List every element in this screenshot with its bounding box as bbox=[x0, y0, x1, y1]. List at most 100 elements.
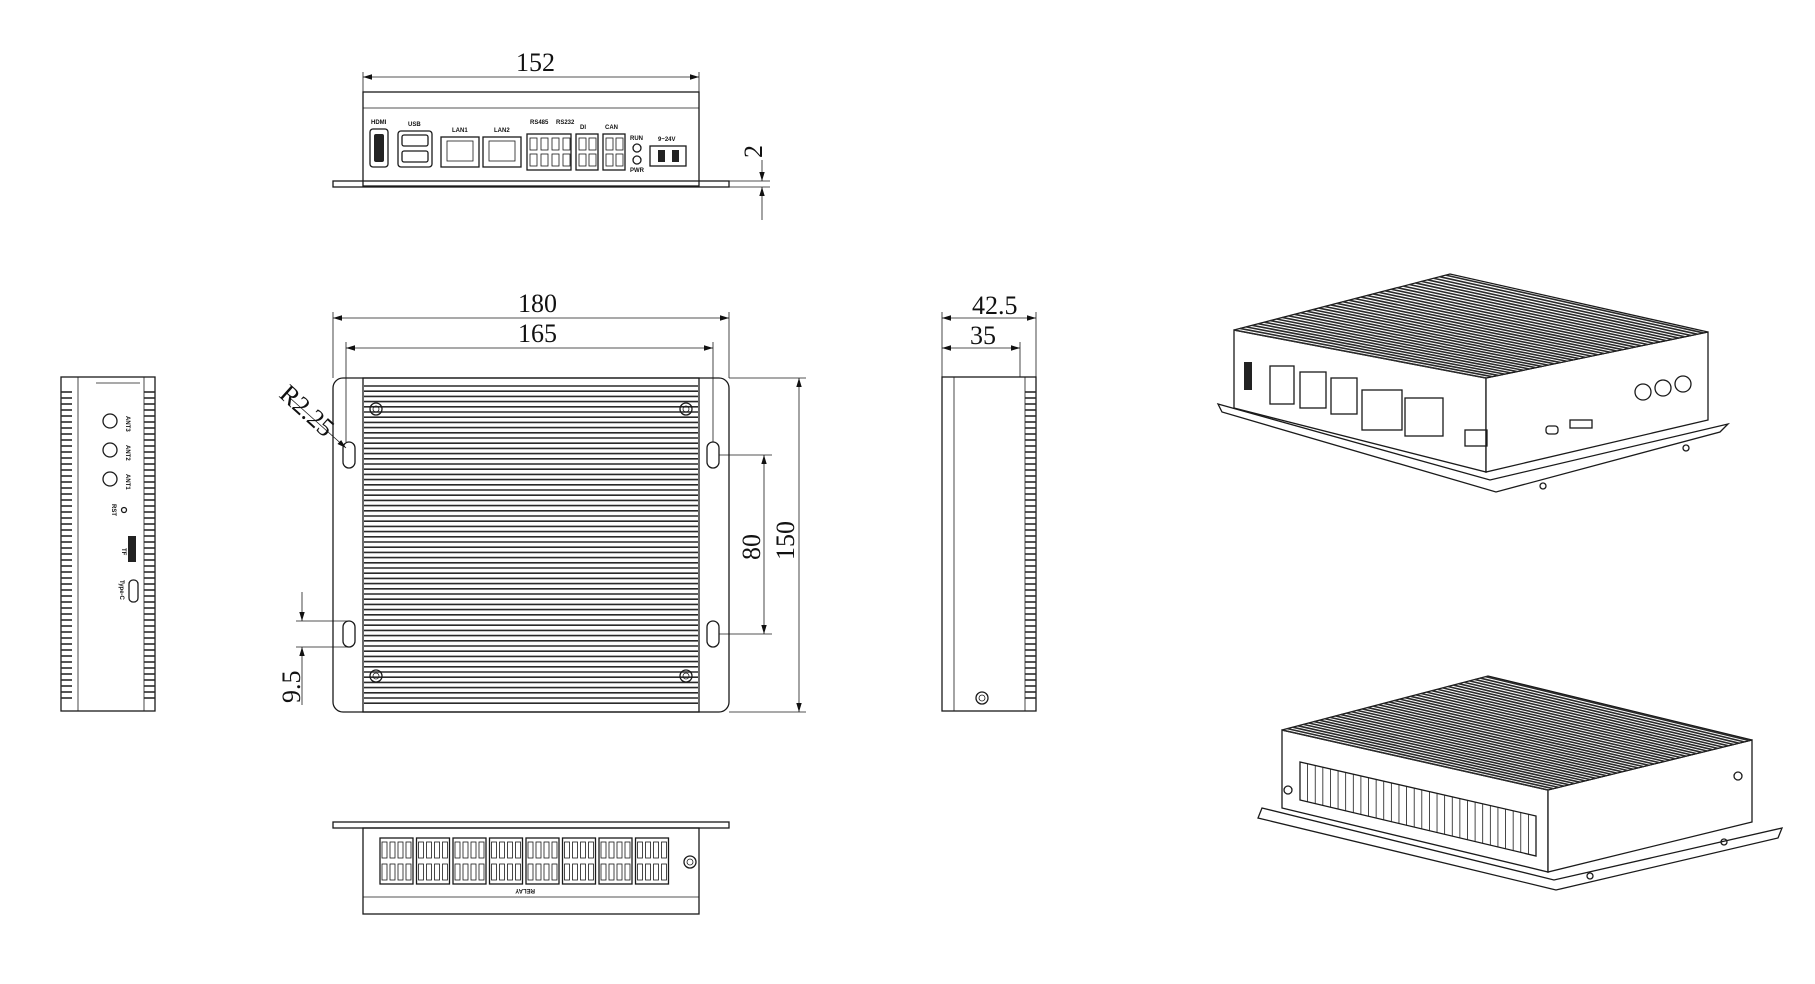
side-fins bbox=[1025, 391, 1036, 699]
usb-label: USB bbox=[408, 122, 421, 128]
dim-slot-offset-text: 9.5 bbox=[277, 671, 306, 704]
iso-fin bbox=[1362, 708, 1628, 772]
relay-pin bbox=[491, 841, 497, 859]
iso-fin bbox=[1415, 694, 1681, 759]
relay-pin bbox=[389, 841, 396, 859]
hdmi-port: HDMI bbox=[369, 120, 389, 168]
iso-relay-mount-hole-2 bbox=[1720, 838, 1728, 846]
relay-pin bbox=[580, 863, 586, 881]
dim-hole-spacing: 80 bbox=[719, 454, 772, 635]
iso-fin bbox=[1270, 319, 1524, 372]
dim-top-width: 152 bbox=[362, 48, 700, 92]
iso-fin bbox=[1388, 701, 1655, 765]
iso-fin bbox=[1458, 682, 1724, 748]
relay-screw bbox=[683, 855, 697, 869]
iso-fin bbox=[1397, 286, 1655, 345]
iso-fin bbox=[1251, 324, 1505, 375]
hdmi-label: HDMI bbox=[371, 120, 387, 126]
relay-pin bbox=[462, 863, 469, 881]
relay-pin bbox=[551, 863, 558, 881]
relay-pin bbox=[661, 863, 667, 881]
ant3-connector bbox=[102, 413, 118, 429]
lan1-port: LAN1 bbox=[440, 128, 480, 168]
iso-view-front bbox=[1216, 273, 1731, 493]
relay-pin bbox=[645, 841, 651, 859]
relay-pin bbox=[507, 863, 513, 881]
relay-pin bbox=[661, 841, 667, 859]
iso-fin bbox=[1431, 689, 1697, 755]
iso-fin bbox=[1367, 706, 1634, 770]
iso-fin bbox=[1239, 327, 1493, 378]
relay-pin bbox=[389, 863, 396, 881]
iso-fin bbox=[1366, 294, 1623, 351]
iso-fin bbox=[1288, 315, 1543, 368]
right-fins bbox=[144, 391, 155, 699]
iso-fin bbox=[1391, 288, 1648, 346]
iso-fin bbox=[1354, 297, 1611, 354]
iso-fin bbox=[1313, 720, 1581, 783]
iso-fin bbox=[1245, 326, 1499, 377]
iso-fin bbox=[1318, 307, 1574, 361]
relay-pin bbox=[564, 841, 570, 859]
relay-block bbox=[415, 837, 451, 885]
iso-fin bbox=[1282, 316, 1536, 369]
dim-top-width-text: 152 bbox=[516, 48, 555, 77]
relay-pin bbox=[434, 841, 440, 859]
dim-depth-total-text: 42.5 bbox=[972, 291, 1018, 320]
lan2-label: LAN2 bbox=[494, 128, 510, 134]
relay-pin bbox=[454, 841, 461, 859]
dim-depth-body-text: 35 bbox=[970, 321, 996, 350]
relay-pin bbox=[405, 841, 412, 859]
relay-pin bbox=[442, 863, 448, 881]
relay-pin bbox=[637, 841, 643, 859]
dim-corner-radius: R2.25 bbox=[274, 379, 347, 449]
relay-pin bbox=[543, 863, 550, 881]
dim-outer-width-text: 180 bbox=[518, 289, 557, 318]
relay-pin bbox=[426, 863, 432, 881]
iso-fin bbox=[1410, 695, 1676, 760]
rs485-label: RS485 bbox=[530, 120, 549, 126]
iso-fin bbox=[1281, 729, 1549, 791]
relay-block bbox=[634, 837, 670, 885]
relay-pin bbox=[588, 863, 594, 881]
relay-pin bbox=[637, 863, 643, 881]
relay-block bbox=[488, 837, 524, 885]
relay-pin bbox=[624, 841, 631, 859]
type-c-label: Type-C bbox=[118, 580, 124, 601]
dim-outer-width: 180 bbox=[332, 289, 730, 378]
iso-type-c bbox=[1545, 425, 1559, 435]
left-fins bbox=[61, 391, 72, 699]
iso-fin bbox=[1319, 719, 1586, 782]
corner-screws bbox=[369, 402, 693, 683]
iso-fin bbox=[1351, 710, 1618, 774]
relay-pin bbox=[572, 863, 578, 881]
di-label: DI bbox=[580, 125, 586, 131]
relay-pin bbox=[551, 841, 558, 859]
iso-tf bbox=[1569, 419, 1593, 429]
relay-pin bbox=[608, 863, 615, 881]
relay-pin bbox=[454, 863, 461, 881]
dim-inner-width: 165 bbox=[345, 319, 714, 442]
dim-corner-radius-text: R2.25 bbox=[274, 379, 340, 443]
iso-fin bbox=[1421, 280, 1679, 339]
dim-side-gap-text: 2 bbox=[739, 145, 768, 158]
dim-height-text: 150 bbox=[771, 521, 800, 560]
iso-fin bbox=[1394, 699, 1660, 764]
iso-fin bbox=[1426, 691, 1692, 756]
status-leds: RUN PWR bbox=[630, 136, 645, 174]
iso-fin bbox=[1297, 725, 1565, 787]
relay-pin bbox=[572, 841, 578, 859]
tf-label: TF bbox=[120, 548, 126, 556]
relay-pin bbox=[397, 841, 404, 859]
relay-pin bbox=[462, 841, 469, 859]
iso-fin bbox=[1399, 698, 1665, 763]
iso-ant3 bbox=[1674, 375, 1692, 393]
iso-fin bbox=[1469, 680, 1734, 746]
iso-fin bbox=[1276, 318, 1530, 370]
iso-fin bbox=[1233, 329, 1487, 379]
iso-mount-hole-1 bbox=[1539, 482, 1547, 490]
iso-hdmi bbox=[1244, 362, 1252, 390]
iso-fin bbox=[1264, 321, 1518, 373]
iso-fin bbox=[1383, 702, 1649, 767]
